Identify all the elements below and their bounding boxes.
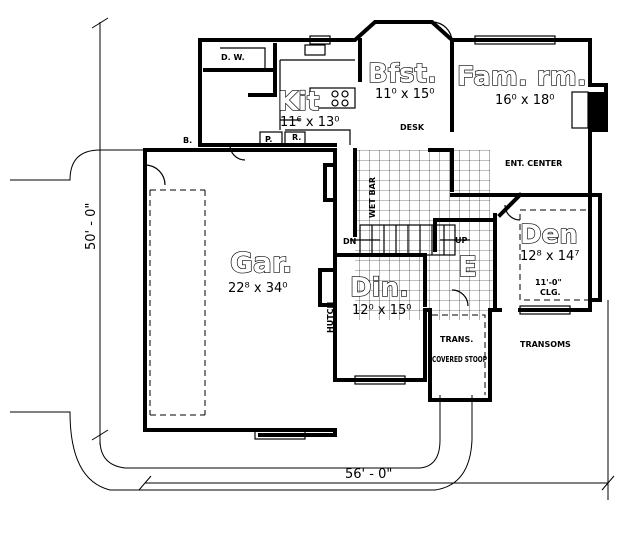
label-desk: DESK	[400, 123, 425, 132]
label-ceiling: 11'-0"	[535, 278, 562, 287]
kitchen-island	[309, 87, 356, 109]
room-name-den: Den	[520, 220, 578, 250]
cooktop-burner	[341, 99, 349, 107]
cooktop-burner	[331, 90, 339, 98]
kitchen-counter	[220, 47, 355, 145]
room-dims-bfst: 11⁰ x 15⁰	[375, 87, 434, 102]
room-dims-gar: 22⁸ x 34⁰	[228, 281, 287, 296]
room-dims-famrm: 16⁰ x 18⁰	[495, 93, 554, 108]
stoop-dashes	[432, 314, 486, 395]
label-b: B.	[183, 136, 192, 145]
label-wet-bar: WET BAR	[368, 177, 377, 218]
doors	[144, 21, 521, 307]
sink	[304, 44, 326, 56]
label-clg: CLG.	[540, 288, 561, 297]
cooktop-burner	[331, 99, 339, 107]
garage-door-dashes	[149, 189, 206, 416]
pantry	[259, 131, 283, 145]
label-hutch: HUTCH	[326, 302, 335, 333]
cooktop-burner	[341, 90, 349, 98]
refrigerator	[284, 131, 306, 145]
room-name-bfst: Bfst.	[368, 59, 437, 89]
windows	[254, 35, 571, 440]
room-name-entry: E	[458, 250, 477, 283]
fireplace-hearth	[571, 91, 589, 129]
label-covered-stoop: COVERED STOOP	[432, 355, 487, 364]
room-dims-kit: 11⁶ x 13⁰	[280, 115, 339, 130]
width-dimension-line	[138, 300, 615, 500]
den-ceiling-dashes	[519, 209, 591, 301]
dimension-width: 56' - 0"	[345, 467, 392, 482]
staircase	[350, 224, 470, 256]
room-name-din: Din.	[350, 273, 409, 303]
label-dw: D. W.	[221, 53, 245, 62]
label-trans: TRANS.	[440, 335, 473, 344]
fireplace	[588, 92, 604, 128]
exterior-walls	[143, 20, 608, 437]
room-name-gar: Gar.	[230, 246, 292, 279]
room-name-famrm: Fam. rm.	[457, 62, 587, 92]
label-dn: DN	[343, 237, 356, 246]
label-transoms: TRANSOMS	[520, 340, 571, 349]
label-p: P.	[265, 135, 272, 144]
label-ent-center: ENT. CENTER	[505, 159, 562, 168]
depth-dimension-line	[91, 17, 109, 445]
label-up: UP	[455, 236, 467, 245]
room-dims-din: 12⁰ x 15⁰	[352, 303, 411, 318]
label-r: R.	[292, 133, 301, 142]
dimension-depth: 50' - 0"	[84, 203, 99, 250]
entry-tile	[435, 220, 495, 310]
room-name-kit: Kit	[278, 87, 320, 117]
room-dims-den: 12⁸ x 14⁷	[520, 249, 579, 264]
